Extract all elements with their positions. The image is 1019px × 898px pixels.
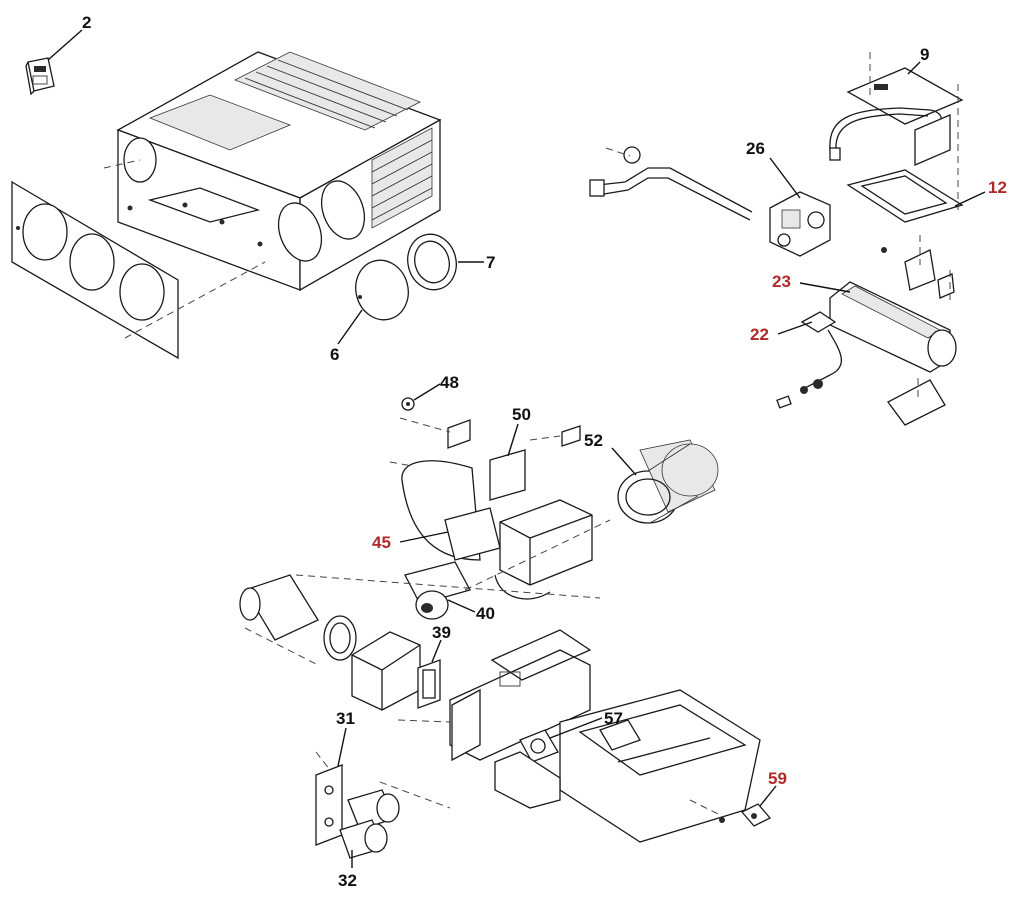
part-12-gasket[interactable] [846, 169, 964, 223]
callout-7: 7 [486, 253, 495, 272]
callout-6: 6 [330, 345, 339, 364]
part-39-gasket[interactable] [417, 659, 441, 709]
callout-2: 2 [82, 13, 91, 32]
part-45-blower-housing[interactable] [389, 460, 593, 600]
part-50-bracket[interactable] [399, 417, 581, 501]
part-23-burner[interactable] [829, 235, 957, 426]
part-26-gas-valve[interactable] [589, 146, 831, 257]
part-48-screw-clip[interactable] [401, 397, 415, 411]
callout-12: 12 [988, 178, 1007, 197]
callout-23: 23 [772, 272, 791, 291]
callout-26: 26 [746, 139, 765, 158]
outer-casing[interactable] [103, 51, 442, 292]
front-plate[interactable] [11, 180, 266, 360]
callout-31: 31 [336, 709, 355, 728]
callout-40: 40 [476, 604, 495, 623]
part-9-top-plate-assembly[interactable] [829, 52, 964, 210]
part-6-duct-cap[interactable] [349, 254, 415, 325]
part-52-blower-wheel[interactable] [617, 439, 719, 524]
callout-59: 59 [768, 769, 787, 788]
callout-45: 45 [372, 533, 391, 552]
combustion-air-blower[interactable] [239, 574, 601, 711]
part-59-limit-switch[interactable] [740, 803, 772, 827]
callout-39: 39 [432, 623, 451, 642]
combustion-chamber-plate[interactable] [397, 629, 592, 762]
side-vent-grille [371, 127, 433, 229]
callout-52: 52 [584, 431, 603, 450]
part-22-electrode[interactable] [776, 311, 842, 409]
callout-48: 48 [440, 373, 459, 392]
part-32-vent-tubes[interactable] [339, 781, 451, 859]
callout-22: 22 [750, 325, 769, 344]
callout-57: 57 [604, 709, 623, 728]
part-40-blower-motor[interactable] [404, 519, 611, 620]
callout-32: 32 [338, 871, 357, 890]
callout-9: 9 [920, 45, 929, 64]
top-vent-grille [234, 51, 421, 131]
part-7-duct-collar[interactable] [402, 229, 463, 296]
callout-labels: 2 9 26 12 7 6 23 22 48 50 52 45 40 39 57… [82, 13, 1007, 890]
part-2-thermostat[interactable] [25, 57, 55, 96]
callout-50: 50 [512, 405, 531, 424]
leader-lines [47, 29, 986, 868]
